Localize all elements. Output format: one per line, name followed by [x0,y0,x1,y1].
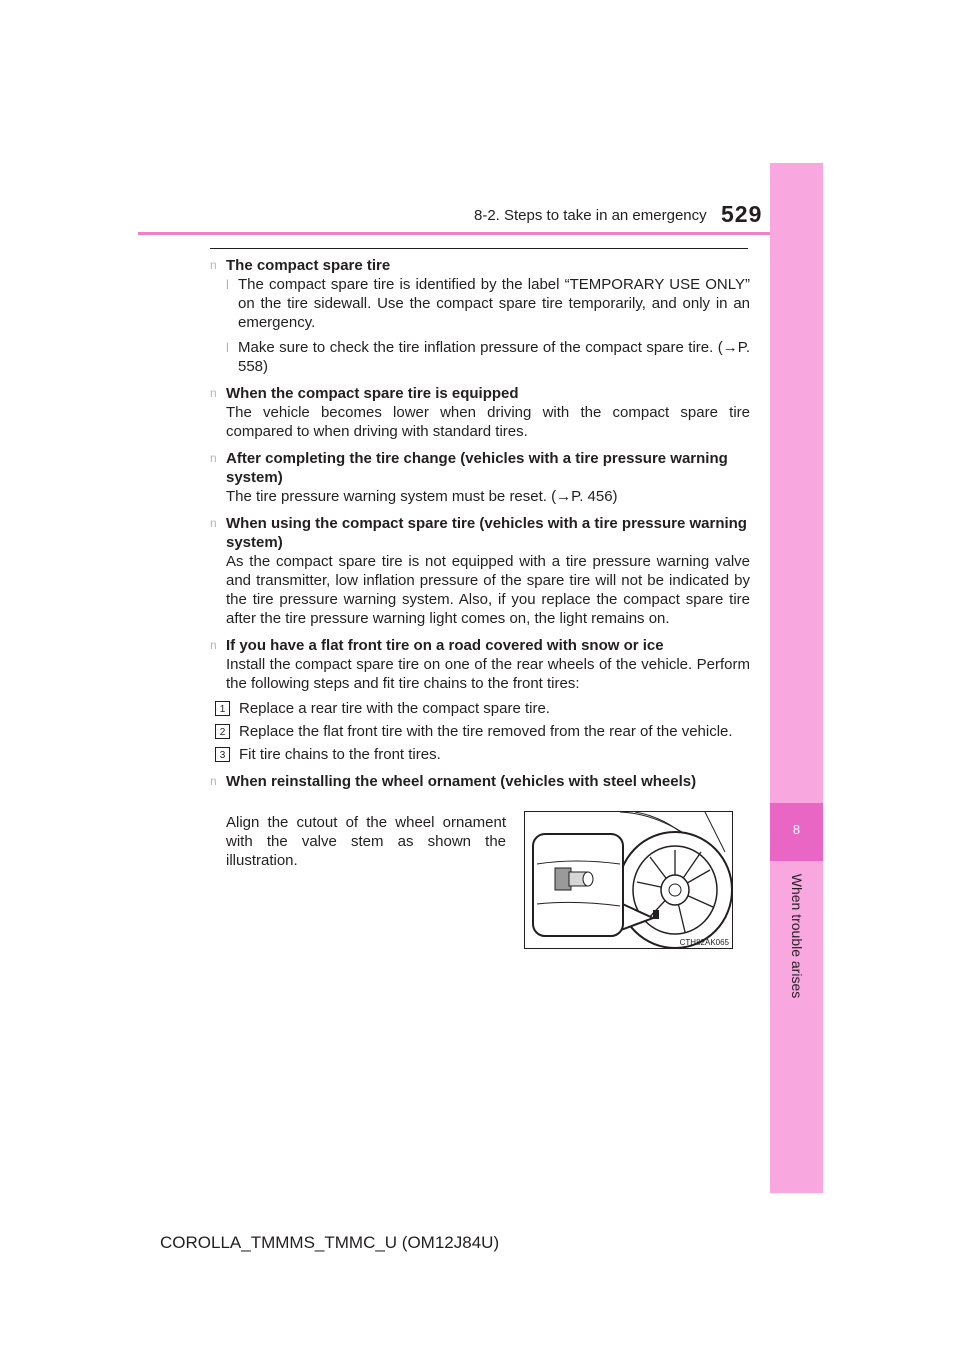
wheel-ornament-drawing [532,812,732,948]
bullet-marker-icon: l [226,340,229,355]
page-number: 529 [721,201,763,227]
chapter-side-tab[interactable] [770,163,823,1193]
section-marker-icon: n [210,386,217,400]
header-rule [138,232,823,235]
header-section-title: 8-2. Steps to take in an emergency [474,207,707,224]
step-number-box: 1 [215,701,230,716]
chapter-number: 8 [792,822,801,837]
step-number-box: 3 [215,747,230,762]
content-top-rule [210,248,748,249]
chapter-title: When trouble arises [788,873,805,999]
bullet-marker-icon: l [226,277,229,292]
section-marker-icon: n [210,774,217,788]
wheel-ornament-illustration: CTH82AK065 [524,811,733,949]
chapter-number-box [770,803,823,861]
chapter-title-vertical: When trouble arises [770,870,823,1002]
section-marker-icon: n [210,258,217,272]
section-paragraph: Install the compact spare tire on one of… [226,656,750,692]
footer-model-code: COROLLA_TMMMS_TMMC_U (OM12J84U) [160,1233,500,1252]
section-paragraph: The vehicle becomes lower when driving w… [226,404,750,440]
section-paragraph: The tire pressure warning system must be… [226,488,618,505]
section-marker-icon: n [210,516,217,530]
section-marker-icon: n [210,451,217,465]
section-marker-icon: n [210,638,217,652]
section-paragraph: As the compact spare tire is not equippe… [226,553,750,627]
figure-code: CTH82AK065 [679,938,729,947]
step-number-box: 2 [215,724,230,739]
wheel-ornament-paragraph: Align the cutout of the wheel ornament w… [226,814,506,869]
